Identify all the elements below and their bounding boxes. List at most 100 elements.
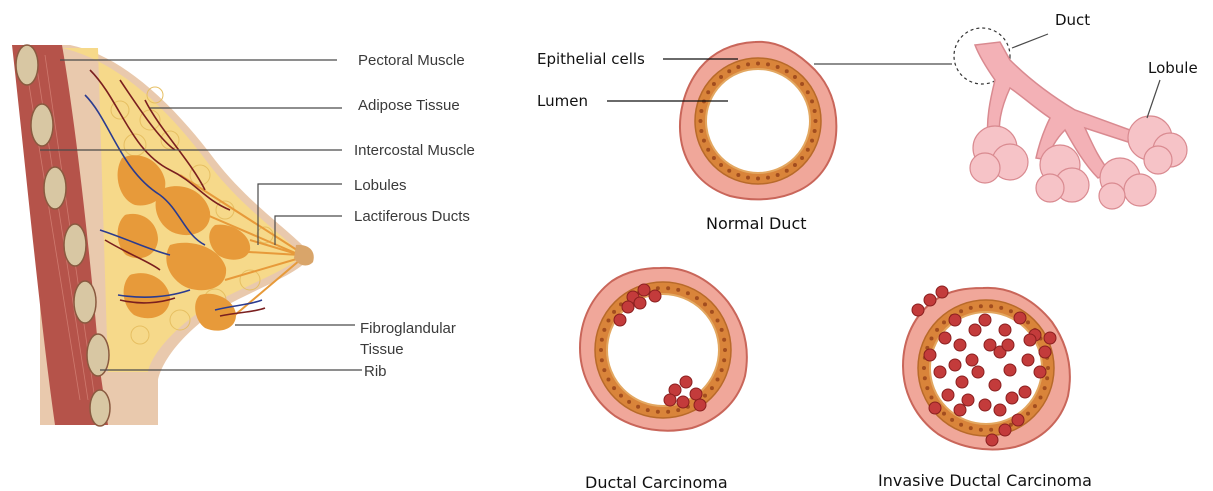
label-tissue: Tissue (360, 341, 404, 358)
tumor-cell (949, 359, 961, 371)
epithelial-cell (606, 318, 610, 322)
epithelial-cell (785, 169, 789, 173)
epithelial-cell (1043, 386, 1047, 390)
tumor-cell (936, 286, 948, 298)
tumor-cell (979, 399, 991, 411)
epithelial-cell (969, 426, 973, 430)
tumor-cell (999, 324, 1011, 336)
tumor-cell (1002, 339, 1014, 351)
epithelial-cell (1046, 366, 1050, 370)
epithelial-cell (646, 408, 650, 412)
tumor-cell (664, 394, 676, 406)
epithelial-cell (719, 75, 723, 79)
epithelial-cell (706, 90, 710, 94)
tumor-cell (1044, 332, 1056, 344)
epithelial-cell (612, 310, 616, 314)
epithelial-cell (746, 176, 750, 180)
epithelial-cell (727, 169, 731, 173)
epithelial-cell (814, 119, 818, 123)
epithelial-cell (776, 173, 780, 177)
tumor-cell (634, 297, 646, 309)
epithelial-cell (706, 148, 710, 152)
epithelial-cell (676, 288, 680, 292)
epithelial-cell (1039, 396, 1043, 400)
tumor-cell (1022, 354, 1034, 366)
epithelial-cell (703, 302, 707, 306)
tumor-cell (999, 424, 1011, 436)
epithelial-cell (813, 109, 817, 113)
tumor-cell (954, 339, 966, 351)
epithelial-cell (810, 139, 814, 143)
epithelial-cell (793, 163, 797, 167)
epithelial-cell (793, 75, 797, 79)
tumor-cell (924, 294, 936, 306)
epithelial-cell (695, 296, 699, 300)
caption-invasive-ductal-carcinoma: Invasive Ductal Carcinoma (878, 471, 1092, 490)
epithelial-cell (600, 338, 604, 342)
epithelial-cell (999, 306, 1003, 310)
epithelial-cell (699, 109, 703, 113)
epithelial-cell (776, 65, 780, 69)
epithelial-cell (716, 378, 720, 382)
epithelial-cell (716, 318, 720, 322)
epithelial-cell (666, 410, 670, 414)
tumor-cell (622, 301, 634, 313)
epithelial-cell (710, 310, 714, 314)
tumor-cell (929, 402, 941, 414)
epithelial-cell (929, 396, 933, 400)
epithelial-cell (720, 368, 724, 372)
epithelial-cell (800, 82, 804, 86)
label-epithelial-cells: Epithelial cells (537, 50, 645, 68)
caption-normal-duct: Normal Duct (706, 214, 807, 233)
tumor-cell (972, 366, 984, 378)
tumor-cell (979, 314, 991, 326)
tumor-cell (1019, 386, 1031, 398)
epithelial-cell (627, 400, 631, 404)
tumor-cell (1034, 366, 1046, 378)
epithelial-cell (989, 304, 993, 308)
epithelial-cell (929, 336, 933, 340)
epithelial-cell (656, 410, 660, 414)
epithelial-cell (1026, 412, 1030, 416)
epithelial-cell (979, 304, 983, 308)
epithelial-cell (710, 386, 714, 390)
epithelial-cell (800, 156, 804, 160)
epithelial-cell (606, 378, 610, 382)
epithelial-cell (712, 82, 716, 86)
label-rib: Rib (364, 363, 387, 380)
label-lactiferous-ducts: Lactiferous Ducts (354, 208, 470, 225)
epithelial-cell (756, 62, 760, 66)
tumor-cell (934, 366, 946, 378)
epithelial-cell (712, 156, 716, 160)
label-pectoral-muscle: Pectoral Muscle (358, 52, 465, 69)
tumor-cell (962, 394, 974, 406)
tumor-cell (969, 324, 981, 336)
epithelial-cell (979, 428, 983, 432)
epithelial-cell (602, 328, 606, 332)
label-adipose-tissue: Adipose Tissue (358, 97, 460, 114)
epithelial-cell (699, 119, 703, 123)
epithelial-cell (736, 173, 740, 177)
epithelial-cell (1033, 404, 1037, 408)
tumor-cell (924, 349, 936, 361)
label-intercostal-muscle: Intercostal Muscle (354, 142, 475, 159)
tumor-cell (989, 379, 1001, 391)
epithelial-cell (636, 405, 640, 409)
label-duct: Duct (1055, 11, 1090, 29)
rib-1 (16, 45, 38, 85)
tumor-cell (994, 404, 1006, 416)
epithelial-cell (599, 348, 603, 352)
label-fibroglandular: Fibroglandular (360, 320, 456, 337)
epithelial-cell (719, 163, 723, 167)
tumor-cell (649, 290, 661, 302)
epithelial-cell (942, 412, 946, 416)
rib-4 (64, 224, 86, 266)
rib-5 (74, 281, 96, 323)
rib-3 (44, 167, 66, 209)
tumor-cell (966, 354, 978, 366)
epithelial-cell (656, 286, 660, 290)
tumor-cell (1024, 334, 1036, 346)
invasive-ductal-carcinoma-cross-section (903, 286, 1070, 449)
epithelial-cell (923, 376, 927, 380)
tumor-cell (638, 284, 650, 296)
